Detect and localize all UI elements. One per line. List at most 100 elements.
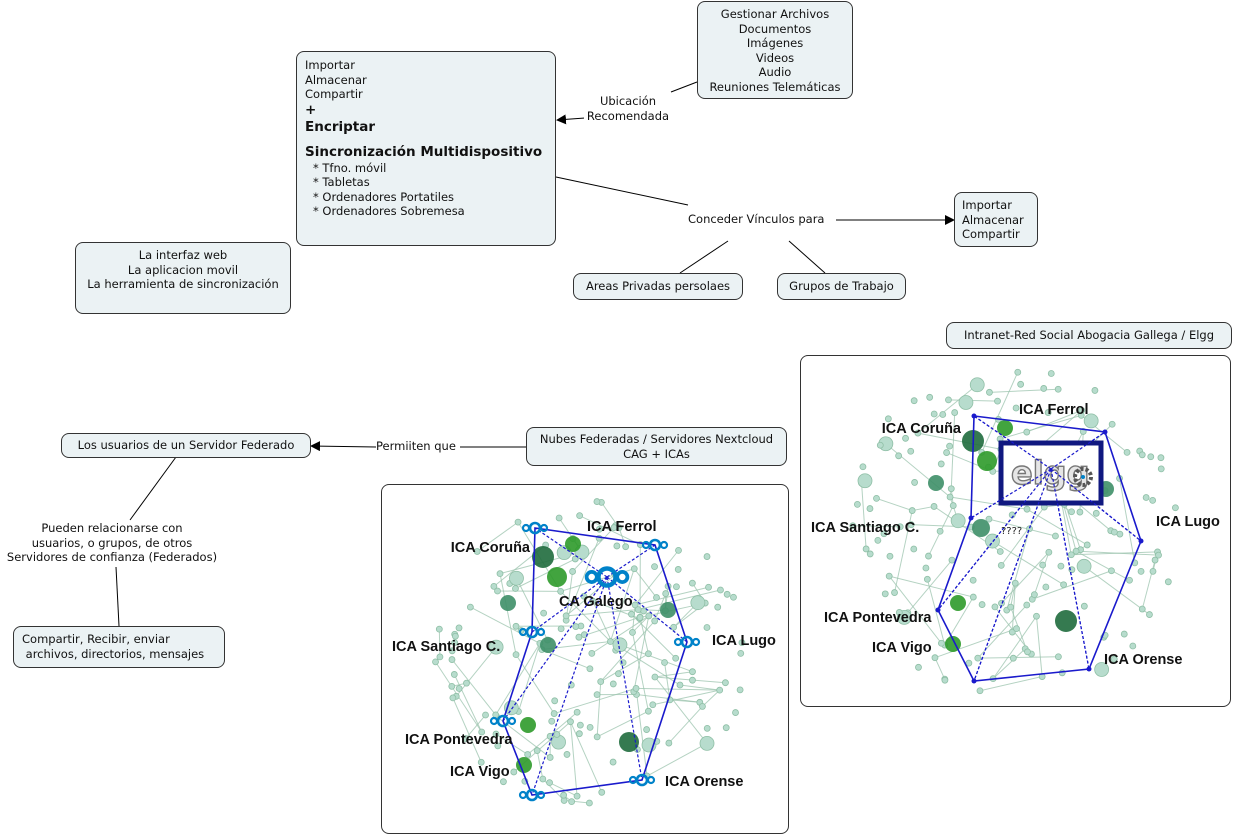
graph-node bbox=[548, 717, 556, 725]
graph-edge bbox=[917, 384, 978, 434]
graph-node bbox=[651, 617, 659, 625]
graph-node bbox=[1110, 528, 1118, 536]
graph-node bbox=[432, 658, 439, 666]
graph-node bbox=[1157, 454, 1165, 462]
nextcloud-ring bbox=[507, 716, 517, 726]
graph-edge bbox=[646, 742, 708, 777]
graph-node bbox=[575, 730, 583, 738]
federation-link bbox=[970, 468, 1052, 519]
graph-node bbox=[1123, 448, 1131, 456]
work-groups-box[interactable]: Grupos de Trabajo bbox=[777, 273, 906, 300]
connector-users-to-pueden bbox=[129, 456, 177, 521]
graph-node bbox=[462, 735, 470, 742]
gear-center bbox=[1081, 475, 1085, 479]
graph-edge bbox=[476, 521, 519, 552]
graph-node bbox=[533, 747, 541, 754]
graph-node bbox=[672, 654, 680, 662]
federation-link bbox=[531, 576, 608, 633]
link-text: usuarios, o grupos, de otros bbox=[31, 535, 193, 550]
graph-node bbox=[911, 479, 919, 486]
graph-edge bbox=[455, 646, 497, 697]
graph-edge bbox=[453, 674, 483, 733]
device-item: * Tabletas bbox=[313, 175, 370, 189]
node-label-vigo: ICA Vigo bbox=[450, 764, 510, 780]
graph-node bbox=[908, 507, 916, 514]
graph-edge bbox=[702, 689, 721, 707]
elgg-title-box[interactable]: Intranet-Red Social Abogacia Gallega / E… bbox=[946, 322, 1232, 349]
graph-node bbox=[1031, 591, 1038, 599]
graph-edge bbox=[633, 568, 657, 598]
graph-node bbox=[673, 583, 680, 591]
graph-node bbox=[551, 697, 559, 705]
federated-clouds-box[interactable]: Nubes Federadas / Servidores Nextcloud C… bbox=[526, 427, 787, 466]
graph-node bbox=[994, 397, 1001, 405]
highlight-node bbox=[540, 637, 556, 653]
graph-node bbox=[866, 550, 874, 558]
graph-node bbox=[943, 449, 950, 456]
import-box[interactable]: Importar Almacenar Compartir bbox=[954, 192, 1038, 247]
highlight-node bbox=[500, 595, 516, 611]
graph-edge bbox=[1033, 552, 1050, 595]
graph-node bbox=[598, 788, 606, 796]
highlight-node bbox=[972, 519, 990, 537]
graph-edge bbox=[560, 591, 611, 642]
graph-node bbox=[1120, 630, 1128, 638]
graph-node bbox=[1072, 547, 1080, 555]
manage-item: Documentos bbox=[738, 21, 812, 36]
graph-node bbox=[1083, 541, 1091, 549]
node-label-vigo: ICA Vigo bbox=[872, 640, 932, 656]
graph-edge bbox=[438, 629, 441, 657]
graph-node bbox=[936, 527, 944, 535]
interfaces-box[interactable]: La interfaz web La aplicacion movil La h… bbox=[75, 242, 291, 314]
federated-users-box[interactable]: Los usuarios de un Servidor Federado bbox=[61, 433, 311, 458]
graph-node bbox=[557, 625, 565, 633]
graph-node bbox=[922, 564, 930, 572]
graph-edge bbox=[988, 518, 1056, 537]
graph-node bbox=[540, 609, 548, 617]
manage-item: Videos bbox=[755, 50, 795, 65]
graph-node bbox=[854, 500, 861, 508]
graph-node bbox=[645, 612, 653, 620]
graph-node bbox=[555, 514, 563, 522]
graph-node bbox=[884, 415, 892, 423]
graph-edge bbox=[495, 643, 541, 716]
graph-node bbox=[1077, 411, 1085, 419]
link-label-conceder: Conceder Vínculos para bbox=[688, 212, 825, 227]
graph-node bbox=[914, 429, 922, 437]
graph-node bbox=[969, 576, 977, 584]
graph-node bbox=[482, 711, 489, 719]
federation-link bbox=[606, 576, 688, 643]
graph-edge bbox=[1141, 559, 1156, 610]
graph-edge bbox=[569, 721, 578, 797]
graph-node bbox=[945, 396, 952, 404]
manage-files-box[interactable]: Gestionar Archivos Documentos Imágenes V… bbox=[697, 1, 853, 99]
graph-node bbox=[951, 409, 959, 416]
graph-node bbox=[1060, 581, 1067, 589]
graph-node bbox=[593, 691, 601, 699]
nextcloud-ring bbox=[659, 540, 669, 550]
graph-node bbox=[930, 410, 938, 418]
graph-node bbox=[665, 739, 673, 747]
features-box[interactable]: Importar Almacenar Compartir + Encriptar… bbox=[296, 51, 556, 246]
clouds-item: CAG + ICAs bbox=[623, 446, 690, 461]
graph-node bbox=[609, 680, 617, 688]
graph-node bbox=[539, 775, 547, 783]
graph-edge bbox=[654, 593, 667, 622]
nextcloud-icon bbox=[584, 566, 630, 588]
federation-link bbox=[534, 527, 608, 578]
manage-item: Gestionar Archivos bbox=[720, 7, 830, 21]
graph-edge bbox=[652, 689, 720, 706]
share-box[interactable]: Compartir, Recibir, enviar archivos, dir… bbox=[13, 626, 225, 668]
private-areas-box[interactable]: Areas Privadas persolaes bbox=[573, 273, 743, 300]
graph-node bbox=[730, 593, 737, 601]
graph-node bbox=[610, 524, 618, 531]
graph-edge bbox=[852, 525, 901, 528]
graph-node bbox=[651, 563, 658, 571]
graph-node bbox=[494, 587, 501, 595]
node-label-orense: ICA Orense bbox=[665, 774, 743, 790]
graph-node bbox=[661, 659, 668, 666]
graph-node bbox=[978, 601, 986, 608]
share-item: Compartir, Recibir, enviar bbox=[22, 632, 170, 646]
highlight-node bbox=[977, 451, 997, 471]
graph-node bbox=[524, 751, 532, 758]
